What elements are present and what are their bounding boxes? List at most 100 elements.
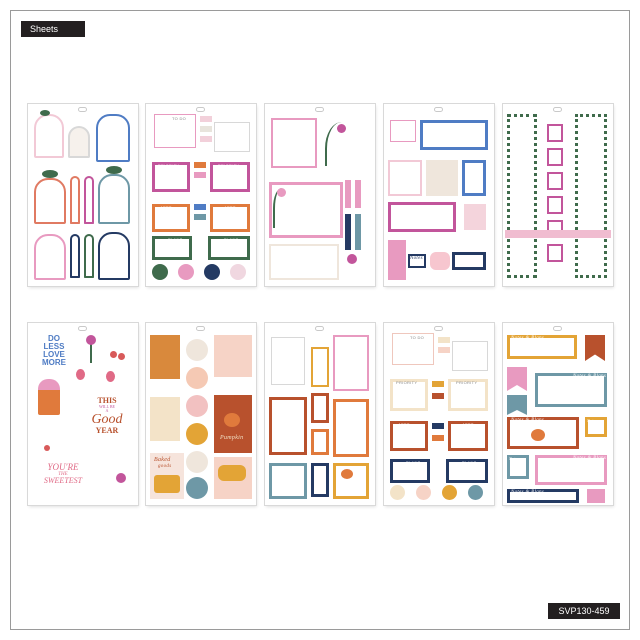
sticker-sheet-7[interactable]: Pumpkin Baked goods [146,323,256,505]
flower-icon [337,124,346,133]
grid-note-box [333,463,369,499]
hang-hole [78,107,87,112]
grid-note-box [271,118,317,168]
priority-box [448,379,488,411]
round-sticker [186,395,208,417]
notes-plans-label: Notes & Plans [511,336,545,341]
cherry-icon [118,353,125,360]
appt-label: APPT [398,422,410,427]
sku-label: SVP130-459 [548,603,620,619]
small-tab [432,393,444,399]
to-do-box [154,114,196,148]
arch-label-sticker [98,174,130,224]
vertical-strip [355,214,361,250]
flower-icon [347,254,357,264]
appt-label: APPT [462,422,474,427]
quote-word: WILL BE [99,404,115,409]
sticker-sheet-3[interactable] [265,104,375,286]
small-tab [194,162,206,168]
small-tab [438,347,450,353]
notes-plans-box [507,335,577,359]
appt-box [390,421,428,451]
sticker-sheet-10[interactable]: Notes & Plans Notes & Plans Notes & Plan… [503,323,613,505]
appt-label: APPT [160,205,172,210]
vertical-strip [345,214,351,250]
quote-word: YEAR [95,426,119,435]
small-tab [438,337,450,343]
sticker-sheet-5[interactable] [503,104,613,286]
arch-label-sticker [98,232,130,280]
pumpkin-icon [531,429,545,441]
notes-label: Notes [509,456,520,461]
round-sticker [186,339,208,361]
sheets-label: Sheets [21,21,85,37]
hang-hole [78,326,87,331]
notes-label: Notes [587,418,598,423]
hang-hole [553,326,562,331]
quote-word: A [105,408,109,413]
notes-label-box [507,455,529,479]
banner-flag [585,335,605,361]
quote-youre-the-sweetest: YOU'RE THE SWEETEST [32,463,94,485]
small-tab [194,204,206,210]
sticker-sheet-8[interactable] [265,323,375,505]
banner-flag [507,367,527,391]
pattern-rectangle [214,335,252,377]
sticker-sheet-2[interactable]: TO DO PRIORITY PRIORITY APPT APPT PLANS … [146,104,256,286]
hang-hole [196,326,205,331]
hang-hole [434,107,443,112]
plans-label: PLANS [224,237,239,242]
label-box [388,240,406,280]
arch-label-sticker [84,234,94,278]
grid-note-box [311,347,329,387]
label-box [388,160,422,196]
round-leaf-sticker [442,485,457,500]
banner-flag [587,489,605,503]
flower-leaf-icon [42,170,58,178]
round-sticker [186,477,208,499]
notes-label: Notes [410,256,423,261]
round-flower-sticker [204,264,220,280]
quote-this-will-be-good-year: THIS WILL BE A Good YEAR [80,397,134,435]
flower-bouquet-icon [38,379,60,415]
strawberry-icon [106,371,115,382]
to-do-label: TO DO [410,335,425,340]
round-leaf-sticker [416,485,431,500]
quote-word: THE [58,472,68,477]
label-box [464,204,486,230]
sticker-sheet-4[interactable]: Notes [384,104,494,286]
notes-label-box [585,417,607,437]
floral-stem-icon [273,188,291,228]
label-box [408,254,426,268]
priority-label: PRIORITY [456,380,478,385]
sticker-sheet-1[interactable] [28,104,138,286]
pumpkin-icon [341,469,353,479]
arch-label-sticker [34,234,66,280]
hang-hole [315,326,324,331]
baked-goods-text: goods [158,464,172,469]
cookie-icon [218,465,246,481]
grid-note-box [333,399,369,457]
quote-word: LESS [43,342,65,351]
plans-box [152,236,192,260]
sticker-sheet-6[interactable]: DO LESS LOVE MORE THIS WILL BE A Good YE… [28,323,138,505]
baked-goods-text: Baked [154,457,171,463]
priority-label: PRIORITY [396,380,418,385]
appt-box [210,204,250,232]
hang-hole [553,107,562,112]
grid-note-box [311,463,329,497]
quote-word: MORE [42,358,66,367]
to-do-box [452,341,488,371]
label-box [426,160,458,196]
appt-box [448,421,488,451]
grid-note-box [269,244,339,280]
plans-label: PLANS [168,237,183,242]
notes-plans-label: Notes & Plans [511,490,545,495]
pumpkin-icon [224,413,240,427]
round-sticker [186,423,208,445]
flower-icon [277,188,286,197]
sticker-sheet-9[interactable]: TO DO PRIORITY PRIORITY APPT APPT PLANS … [384,323,494,505]
quote-do-less-love-more: DO LESS LOVE MORE [36,335,72,367]
product-frame [10,10,630,630]
round-sticker [186,367,208,389]
